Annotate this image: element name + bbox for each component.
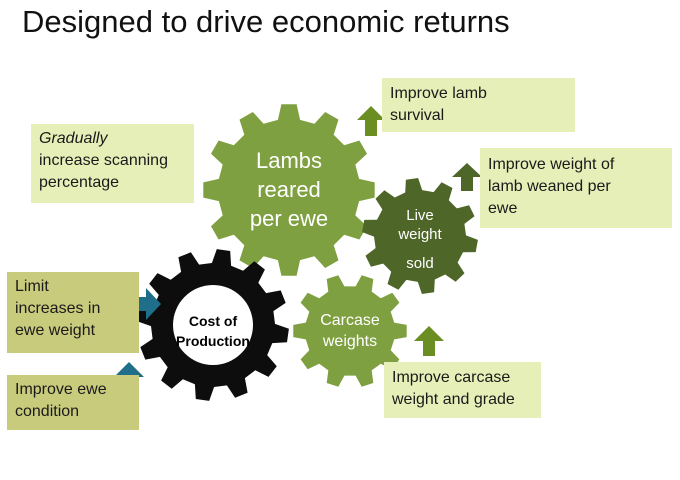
lambs-reared-gear — [203, 104, 375, 276]
improve-weight-weaned-note: Improve weight of lamb weaned per ewe — [480, 148, 672, 228]
lambs-reared-label: Lambs reared per ewe — [249, 148, 329, 232]
right-arrow-icon — [132, 288, 161, 320]
improve-carcase-note: Improve carcase weight and grade — [384, 362, 541, 418]
slide-title: Designed to drive economic returns — [22, 4, 510, 39]
carcase-weights-label: Carcase weights — [320, 312, 380, 350]
cost-gear-center — [173, 285, 253, 365]
up-arrow-icon — [357, 106, 385, 136]
live-weight-label: Live weight sold — [398, 207, 442, 272]
carcase-weights-gear — [293, 275, 407, 387]
improve-ewe-condition-note: Improve ewe condition — [7, 375, 139, 430]
increase-scanning-note: Gradually increase scanning percentage — [31, 124, 194, 203]
up-arrow-icon — [452, 163, 482, 191]
limit-ewe-weight-note: Limit increases in ewe weight — [7, 272, 139, 353]
up-arrow-icon — [414, 326, 444, 356]
live-weight-gear — [362, 178, 478, 294]
cost-of-production-label: Cost of Production — [176, 313, 250, 349]
improve-lamb-survival-note: Improve lamb survival — [382, 78, 575, 132]
